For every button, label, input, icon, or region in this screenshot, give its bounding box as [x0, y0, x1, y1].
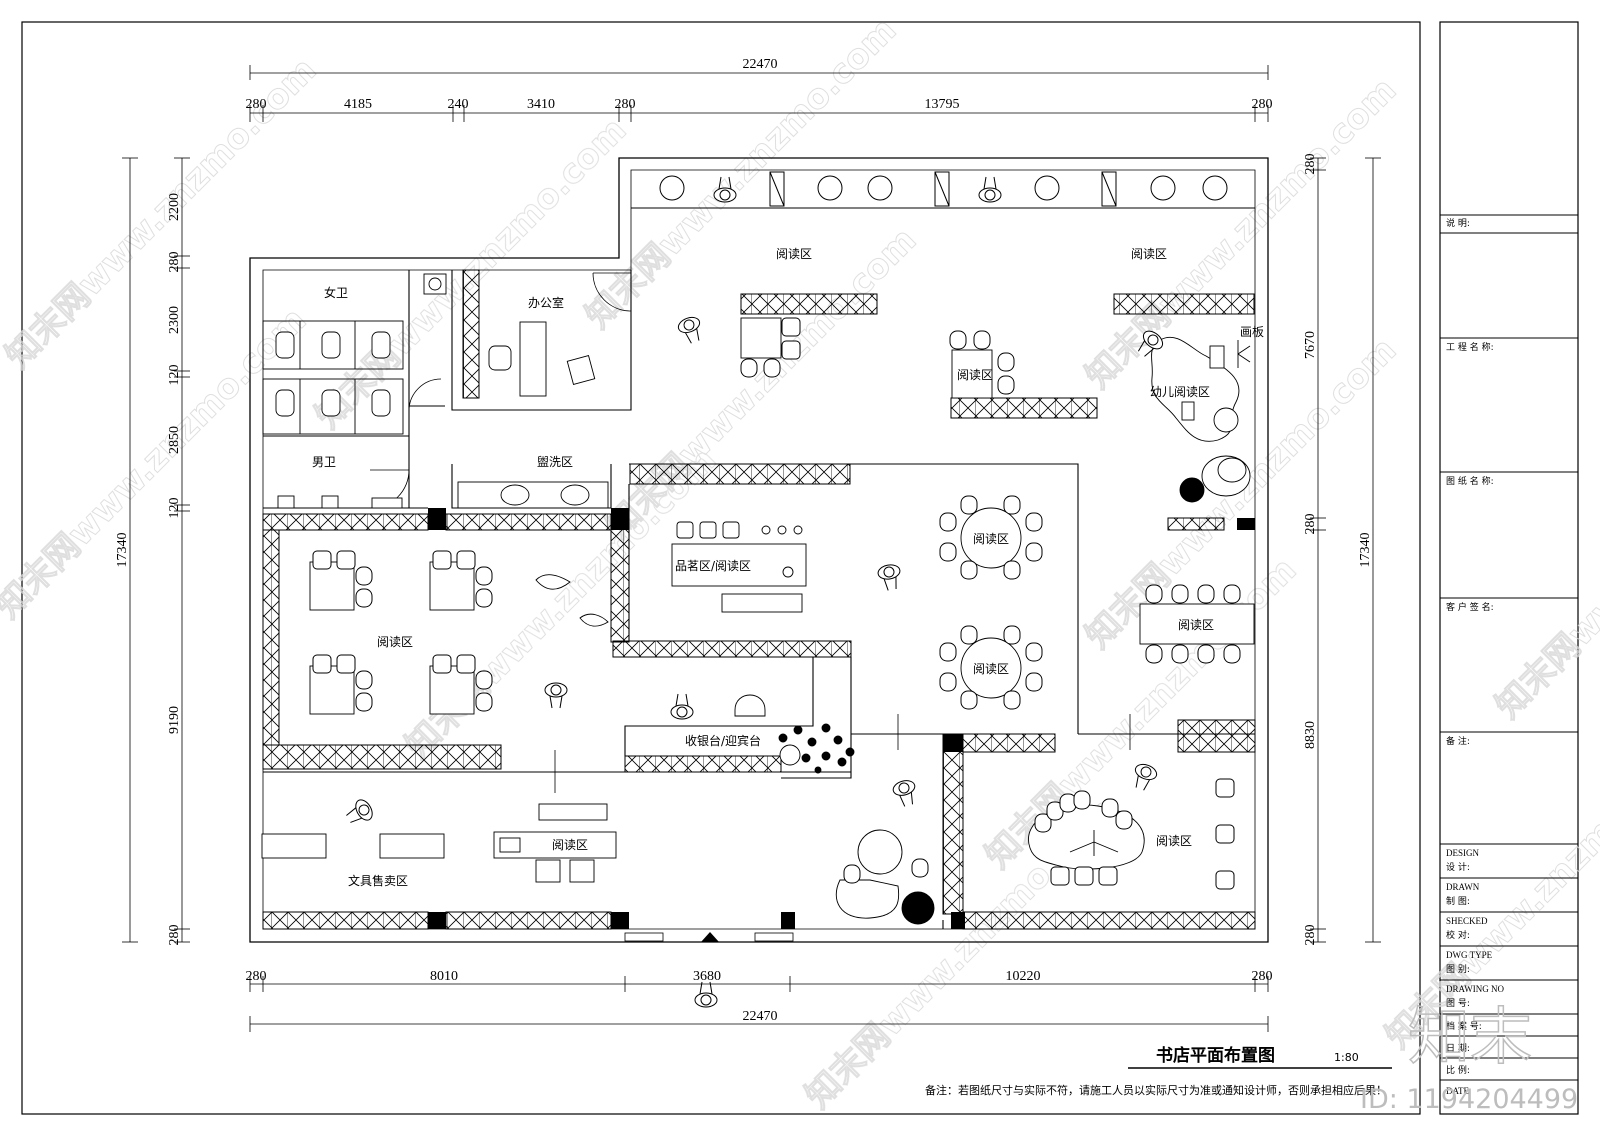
dimension-right [1310, 157, 1381, 943]
dim-left-total: 17340 [115, 533, 130, 568]
dim-left-seg: 2300 [167, 306, 182, 334]
tb-checked-cn: 校 对: [1446, 929, 1470, 941]
dim-top-total: 22470 [743, 57, 778, 72]
dimension-left [122, 157, 190, 943]
svg-text:知末网www.znzmo.com: 知末网www.znzmo.com [1488, 400, 1600, 726]
bookshelves [262, 269, 1256, 930]
tb-ratio: 比 例: [1446, 1064, 1470, 1076]
kids-area [1151, 336, 1251, 503]
drawing-scale: 1:80 [1334, 1051, 1359, 1064]
tb-design-cn: 设 计: [1446, 861, 1470, 873]
room-label-long-table: 阅读区 [1178, 618, 1214, 632]
dim-left-seg: 120 [167, 365, 182, 386]
entrance-arrow [701, 932, 719, 942]
room-label-stationery: 文具售卖区 [348, 873, 408, 888]
long-table [1139, 584, 1255, 664]
dimension-bottom [249, 976, 1269, 1032]
dim-left-seg: 280 [167, 252, 182, 273]
tb-version: 档 案 号: [1446, 1020, 1482, 1032]
bottom-furniture [261, 803, 935, 925]
dim-top-seg: 4185 [344, 97, 372, 112]
dim-right-seg: 8830 [1303, 721, 1318, 749]
watermark-logo: 知末 [1408, 1000, 1532, 1073]
dim-top-seg: 280 [246, 97, 267, 112]
columns [428, 508, 1255, 929]
dim-right-seg: 7670 [1303, 331, 1318, 359]
dim-top-seg: 280 [615, 97, 636, 112]
room-label-kids-reading: 幼儿阅读区 [1150, 385, 1210, 399]
room-label-womens-wc: 女卫 [324, 285, 348, 300]
dim-left-seg: 2200 [167, 193, 182, 221]
tb-drawing-no-cn: 图 号: [1446, 998, 1470, 1009]
dim-bottom-seg: 10220 [1006, 969, 1041, 984]
dim-top-seg: 240 [448, 97, 469, 112]
dimension-top [249, 65, 1269, 122]
tb-project-name: 工 程 名 称: [1446, 341, 1494, 353]
tb-checked-en: SHECKED [1446, 916, 1488, 926]
drawing-frame [21, 21, 1421, 1115]
dim-right-seg: 280 [1303, 154, 1318, 175]
drawing-note: 备注：若图纸尺寸与实际不符，请施工人员以实际尺寸为准或通知设计师，否则承担相应后… [925, 1083, 1387, 1097]
watermark-id: ID: 1194204499 [1360, 1084, 1578, 1115]
dim-bottom-total: 22470 [743, 1009, 778, 1024]
round-tables [939, 495, 1043, 710]
dim-right-seg: 280 [1303, 514, 1318, 535]
tb-drawn-en: DRAWN [1446, 882, 1480, 892]
room-label-stationery-table: 阅读区 [552, 838, 588, 852]
dim-bottom-seg: 280 [1252, 969, 1273, 984]
left-reading-tables [309, 550, 493, 715]
tb-remarks: 备 注: [1446, 735, 1470, 747]
cashier-desk [734, 694, 855, 774]
drawing-title: 书店平面布置图 [1156, 1045, 1275, 1066]
dim-bottom-seg: 8010 [430, 969, 458, 984]
dim-top-seg: 280 [1252, 97, 1273, 112]
blackboard-label: 画板 [1240, 325, 1264, 339]
tb-design-en: DESIGN [1446, 848, 1479, 858]
room-label-round-table-2: 阅读区 [973, 662, 1009, 676]
title-block [1440, 214, 1578, 1081]
room-label-mens-wc: 男卫 [312, 455, 336, 469]
tb-drawn-cn: 制 图: [1446, 895, 1470, 907]
dim-left-seg: 2850 [167, 426, 182, 454]
room-label-tea-reading: 品茗区/阅读区 [675, 559, 751, 573]
toilet-stalls [262, 273, 609, 509]
room-label-washroom: 盥洗区 [537, 455, 573, 469]
window-strip [631, 171, 1255, 209]
room-label-reading-center: 阅读区 [957, 368, 993, 382]
tb-notes: 说 明: [1446, 217, 1470, 229]
dim-bottom-seg: 280 [246, 969, 267, 984]
room-label-reading-lower-right: 阅读区 [1156, 834, 1192, 848]
reading-table-top [740, 317, 1015, 399]
room-label-cashier: 收银台/迎宾台 [685, 733, 761, 748]
dim-left-seg: 9190 [167, 706, 182, 734]
dim-right-seg: 280 [1303, 925, 1318, 946]
dim-left-seg: 280 [167, 925, 182, 946]
tb-date-en: DATE [1446, 1086, 1469, 1096]
room-label-round-table-1: 阅读区 [973, 532, 1009, 546]
doors [369, 272, 1131, 942]
tb-dwg-type-en: DWG TYPE [1446, 950, 1493, 960]
office-furniture [488, 321, 596, 397]
tea-area [671, 521, 807, 613]
svg-text:知末网www.znzmo.com: 知末网www.znzmo.com [1078, 70, 1404, 396]
room-label-reading-top-right: 阅读区 [1131, 247, 1167, 261]
title-block-frame [1439, 21, 1579, 1115]
room-label-office: 办公室 [528, 295, 564, 310]
tb-dwg-type-cn: 图 别: [1446, 964, 1470, 975]
dim-top-seg: 3410 [527, 97, 555, 112]
people-figures [342, 176, 1167, 1008]
lower-right-reading [1028, 778, 1235, 890]
drawing-title-block: 书店平面布置图 1:80 备注：若图纸尺寸与实际不符，请施工人员以实际尺寸为准或… [925, 1045, 1392, 1097]
room-label-reading-left: 阅读区 [377, 635, 413, 649]
dim-left-seg: 120 [167, 498, 182, 519]
tb-client-sign: 客 户 签 名: [1446, 601, 1494, 613]
dim-right-total: 17340 [1358, 533, 1373, 568]
room-label-reading-top-left: 阅读区 [776, 247, 812, 261]
dim-top-seg: 13795 [925, 97, 960, 112]
tb-drawing-name: 图 纸 名 称: [1446, 475, 1494, 487]
tb-drawing-no-en: DRAWING NO [1446, 984, 1505, 994]
dim-bottom-seg: 3680 [693, 969, 721, 984]
tb-date: 日 期: [1446, 1043, 1470, 1054]
